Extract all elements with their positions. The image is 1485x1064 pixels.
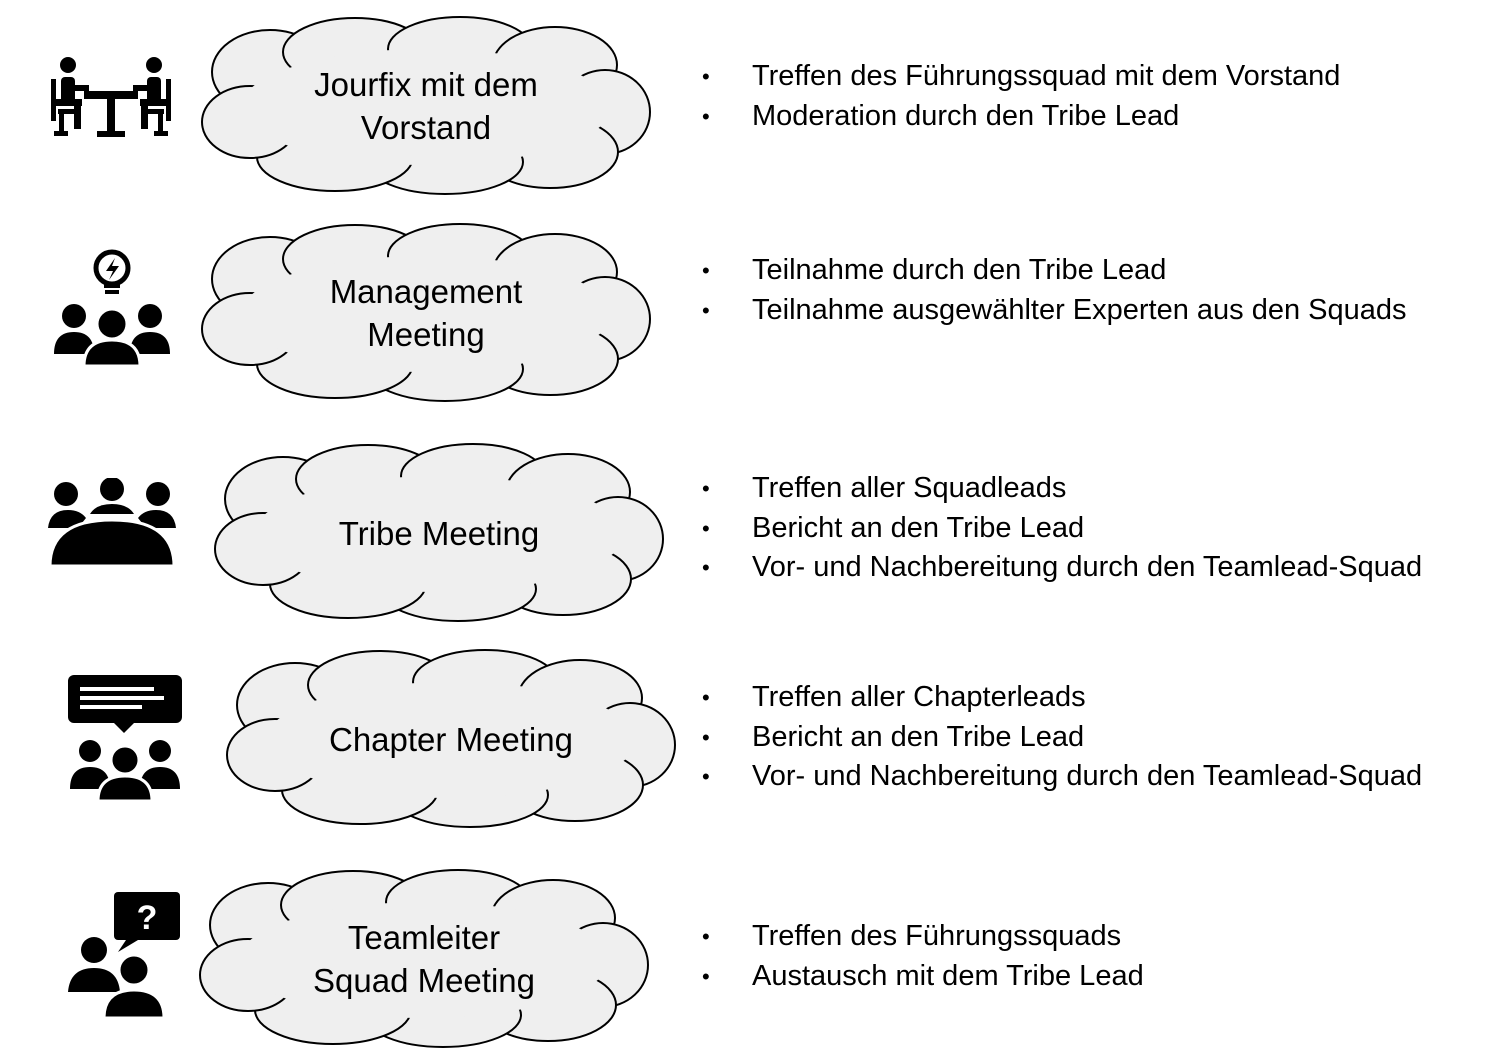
svg-text:?: ? (137, 899, 158, 937)
bullet-list: Treffen aller Chapterleads Bericht an de… (700, 678, 1422, 797)
bullet-item: Vor- und Nachbereitung durch den Teamlea… (700, 757, 1422, 797)
bullet-item: Treffen aller Chapterleads (700, 678, 1422, 718)
bullet-item: Vor- und Nachbereitung durch den Teamlea… (700, 548, 1422, 588)
bullet-item: Moderation durch den Tribe Lead (700, 97, 1340, 137)
meeting-table-icon (51, 57, 171, 137)
cloud-shape (199, 869, 649, 1048)
conference-table-icon (48, 478, 176, 568)
meeting-cloud: Teamleiter Squad Meeting (198, 869, 650, 1048)
cloud-label: Jourfix mit dem Vorstand (314, 66, 538, 146)
bullet-item: Treffen des Führungssquad mit dem Vorsta… (700, 57, 1340, 97)
meeting-cloud: Management Meeting (200, 223, 652, 402)
meeting-row-chapter: Chapter Meeting Treffen aller Chapterlea… (0, 0, 1485, 840)
cloud-shape (214, 443, 664, 622)
meeting-cloud: Jourfix mit dem Vorstand (200, 16, 652, 195)
cloud-label: Chapter Meeting (329, 720, 573, 758)
meeting-row-tribe: Tribe Meeting Treffen aller Squadleads B… (0, 0, 1485, 640)
cloud-shape (201, 223, 651, 402)
bullet-list: Teilnahme durch den Tribe Lead Teilnahme… (700, 251, 1407, 330)
cloud-label: Teamleiter Squad Meeting (313, 919, 535, 999)
presentation-team-icon (68, 675, 182, 803)
bullet-item: Bericht an den Tribe Lead (700, 509, 1422, 549)
bullet-item: Teilnahme durch den Tribe Lead (700, 251, 1407, 291)
bullet-item: Treffen aller Squadleads (700, 469, 1422, 509)
bullet-list: Treffen des Führungssquad mit dem Vorsta… (700, 57, 1340, 136)
meeting-row-management: Management Meeting Teilnahme durch den T… (0, 0, 1485, 420)
bullet-list: Treffen des Führungssquads Austausch mit… (700, 917, 1144, 996)
cloud-shape (226, 649, 676, 828)
bullet-item: Teilnahme ausgewählter Experten aus den … (700, 291, 1407, 331)
bullet-list: Treffen aller Squadleads Bericht an den … (700, 469, 1422, 588)
meeting-cloud: Tribe Meeting (213, 443, 665, 622)
meeting-cloud: Chapter Meeting (225, 649, 677, 828)
idea-team-icon (54, 249, 170, 366)
meeting-row-jourfix: Jourfix mit dem Vorstand Treffen des Füh… (0, 0, 1485, 200)
cloud-label: Management Meeting (329, 273, 523, 353)
bullet-item: Treffen des Führungssquads (700, 917, 1144, 957)
cloud-label: Tribe Meeting (338, 514, 540, 552)
bullet-item: Bericht an den Tribe Lead (700, 718, 1422, 758)
bullet-item: Austausch mit dem Tribe Lead (700, 957, 1144, 997)
question-team-icon: ? (68, 892, 180, 1020)
cloud-shape (201, 16, 651, 195)
